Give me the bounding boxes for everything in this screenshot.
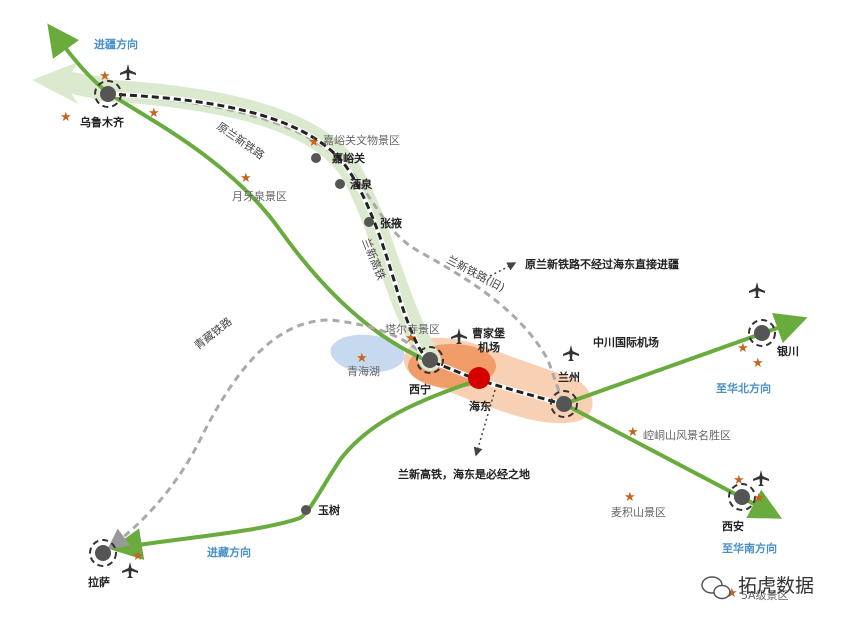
route-urumqi-xining — [47, 23, 427, 362]
star-icon: ★ — [132, 549, 144, 564]
wechat-watermark: 拓虎数据 — [701, 575, 814, 600]
city-node-lhasa — [89, 539, 117, 567]
city-node-lanzhou — [550, 390, 578, 418]
label-zhongchuan-airport: 中川国际机场 — [593, 335, 659, 349]
label-qingzang-railway: 青藏铁路 — [192, 315, 235, 352]
label-jiayuguan-relics: 嘉峪关文物景区 — [323, 133, 400, 147]
city-node-yinchuan — [748, 319, 776, 347]
star-icon: ★ — [60, 110, 72, 125]
star-icon: ★ — [148, 106, 160, 121]
star-icon: ★ — [99, 69, 111, 84]
city-node-xian — [728, 483, 756, 511]
direction-xizang: 进藏方向 — [207, 545, 251, 559]
hsr-pointer — [473, 389, 496, 457]
watermark-text: 拓虎数据 — [738, 575, 814, 597]
city-node-haidong — [468, 367, 490, 389]
label-caojiabu-airport-line2: 机场 — [478, 340, 500, 354]
airplane-icon — [120, 64, 136, 80]
old-route-pointer — [489, 262, 517, 277]
direction-huanan: 至华南方向 — [722, 541, 777, 555]
star-icon: ★ — [405, 331, 417, 346]
label-lanzhou: 兰州 — [558, 370, 580, 384]
city-node-xining — [416, 346, 444, 374]
label-jiayuguan: 嘉峪关 — [331, 151, 365, 165]
city-node-urumqi — [94, 80, 122, 108]
airplane-icon — [753, 470, 769, 486]
note-hsr: 兰新高铁，海东是必经之地 — [398, 467, 530, 481]
airplane-icon — [749, 282, 765, 298]
star-icon: ★ — [356, 351, 368, 366]
star-icon: ★ — [308, 135, 320, 150]
star-icon: ★ — [627, 425, 639, 440]
label-taer: 塔尔寺景区 — [385, 323, 440, 336]
label-xian: 西安 — [722, 519, 744, 533]
label-lhasa: 拉萨 — [88, 575, 110, 589]
star-icon: ★ — [737, 341, 749, 356]
note-old-route: 原兰新铁路不经过海东直接进疆 — [525, 257, 679, 271]
direction-huabei: 至华北方向 — [716, 381, 771, 395]
label-caojiabu-airport-line1: 曹家堡 — [472, 326, 505, 340]
label-yinchuan: 银川 — [777, 344, 799, 358]
qinghai-lake — [330, 334, 405, 373]
xinjiang-corridor-arrowhead — [32, 62, 110, 104]
label-haidong: 海东 — [469, 399, 491, 413]
star-icon: ★ — [726, 586, 738, 601]
star-icon: ★ — [753, 491, 765, 506]
station-jiuquan — [335, 179, 345, 189]
airplane-icon — [563, 345, 579, 361]
direction-xinjiang: 进疆方向 — [94, 37, 138, 51]
label-five-a: 5A级景区 — [741, 589, 789, 602]
label-old-lanxin-railway: 原兰新铁路 — [214, 119, 267, 162]
star-icon: ★ — [752, 356, 764, 371]
airplane-icon — [122, 562, 138, 578]
label-qinghaihu: 青海湖 — [347, 364, 380, 378]
label-urumqi: 乌鲁木齐 — [80, 115, 125, 129]
station-zhangye — [364, 217, 374, 227]
label-jiuquan: 酒泉 — [350, 177, 373, 191]
label-yushu: 玉树 — [318, 503, 340, 517]
star-icon: ★ — [240, 171, 252, 186]
label-yueyaquan: 月牙泉景区 — [232, 189, 287, 203]
label-maiji: 麦积山景区 — [611, 506, 666, 519]
star-icon: ★ — [624, 490, 636, 505]
station-jiayuguan — [311, 153, 321, 163]
label-kongtong: 崆峒山风景名胜区 — [643, 428, 731, 442]
lanxin-hsr-dashes — [107, 92, 563, 406]
label-xining: 西宁 — [409, 382, 431, 396]
wechat-icon — [701, 576, 731, 600]
qingzang-railway — [107, 318, 428, 550]
station-yushu — [301, 505, 311, 515]
route-haidong-lhasa — [110, 378, 479, 560]
star-icon: ★ — [733, 473, 745, 488]
label-zhangye: 张掖 — [380, 216, 403, 230]
